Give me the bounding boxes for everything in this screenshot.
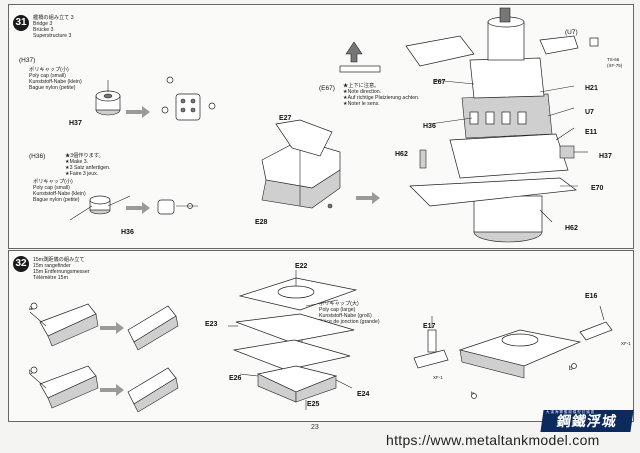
h36-subassembly bbox=[69, 195, 131, 221]
sub-h37-label: (H37) bbox=[19, 57, 36, 64]
sub-h37-note: ポリキャップ(小) Poly cap (small) Kunststoff-Na… bbox=[29, 67, 82, 91]
title-fr: Superstructure 3 bbox=[33, 33, 72, 39]
rangefinder-arm-a bbox=[29, 303, 99, 347]
part-label-h21: H21 bbox=[585, 85, 598, 92]
arrow-right-icon bbox=[100, 322, 124, 334]
part-label-e67: E67 bbox=[433, 79, 446, 86]
arrow-right-icon bbox=[126, 106, 150, 118]
note-line: Bague nylon (petite) bbox=[33, 197, 80, 203]
paint-code: XF-1 bbox=[433, 375, 443, 380]
note-line: ポリキャップ(小) bbox=[29, 67, 69, 73]
callout-a: a bbox=[29, 305, 33, 312]
part-label-e16: E16 bbox=[585, 293, 598, 300]
poly-large-note: ポリキャップ(大) Poly cap (large) Kunststoff-Na… bbox=[319, 301, 380, 325]
sub-h36-poly-note: ポリキャップ(小) Poly cap (small) Kunststoff-Na… bbox=[33, 179, 86, 203]
part-label-e22: E22 bbox=[295, 263, 308, 270]
note-line: Kunststoff-Nabe (klein) bbox=[33, 191, 86, 197]
title-de: Brücke 3 bbox=[33, 27, 54, 33]
part-label-e17: E17 bbox=[423, 323, 436, 330]
part-label-h36: H36 bbox=[423, 123, 436, 130]
note-line: ★Make 3. bbox=[65, 159, 89, 165]
title-en: 15m rangefinder bbox=[33, 263, 71, 269]
sub-h36-note: ★3個作ります。 ★Make 3. ★3 Satz anfertigen. ★F… bbox=[65, 153, 110, 177]
note-line: ★3 Satz anfertigen. bbox=[65, 165, 111, 171]
note-line: ★3個作ります。 bbox=[65, 153, 104, 159]
site-logo-subtext: 大 漢 海 軍 艦 艇 模 型 討 論 區 bbox=[546, 410, 595, 414]
title-de: 15m Entfernungsmesser bbox=[33, 269, 90, 275]
part-label-h62-left: H62 bbox=[395, 151, 408, 158]
h36-result bbox=[157, 199, 198, 215]
e27-e28-base bbox=[261, 119, 341, 209]
rangefinder-right-assembly bbox=[413, 305, 613, 399]
arrow-right-icon bbox=[356, 192, 380, 204]
u7-color-code: TS-66 (XF-75) bbox=[607, 57, 622, 69]
note-line: Poly cap (large) bbox=[319, 307, 356, 313]
part-label-h36-sub: H36 bbox=[121, 229, 134, 236]
step-32-number: 32 bbox=[13, 256, 29, 272]
page-number: 23 bbox=[311, 424, 319, 431]
part-label-e27: E27 bbox=[279, 115, 292, 122]
rangefinder-center-assembly bbox=[228, 270, 358, 410]
title-fr: Télémètre 15m bbox=[33, 275, 68, 281]
part-label-e28: E28 bbox=[255, 219, 268, 226]
note-line: Poly cap (small) bbox=[29, 73, 66, 79]
sub-h36-label: (H36) bbox=[29, 153, 46, 160]
title-jp: 15m測距儀の組み立て bbox=[33, 257, 85, 263]
part-label-e26: E26 bbox=[229, 375, 242, 382]
rangefinder-arm-b-result bbox=[127, 367, 179, 413]
part-label-e24: E24 bbox=[357, 391, 370, 398]
arrow-right-icon bbox=[100, 384, 124, 396]
note-line: ポリキャップ(小) bbox=[33, 179, 73, 185]
step-31-number: 31 bbox=[13, 15, 29, 31]
note-line: ★Note direction. bbox=[343, 89, 382, 95]
part-label-e25: E25 bbox=[307, 401, 320, 408]
orientation-label: (E67) bbox=[319, 85, 335, 92]
part-label-h62-bottom: H62 bbox=[565, 225, 578, 232]
part-label-u7: U7 bbox=[585, 109, 594, 116]
part-label-e70: E70 bbox=[591, 185, 604, 192]
callout-b: b bbox=[569, 365, 573, 372]
arrow-right-icon bbox=[126, 202, 150, 214]
orientation-up-arrow-icon bbox=[339, 41, 381, 73]
part-label-e11: E11 bbox=[585, 129, 598, 136]
step-31-title: 艦橋の組み立て 3 Bridge 3 Brücke 3 Superstructu… bbox=[33, 15, 74, 39]
callout-circle-a bbox=[30, 302, 38, 310]
note-line: ★Noter le sens. bbox=[343, 101, 380, 107]
note-line: Poly cap (small) bbox=[33, 185, 70, 191]
bridge-tower bbox=[405, 7, 599, 243]
part-label-h37-sub: H37 bbox=[69, 120, 82, 127]
note-line: ★Faire 3 jeux. bbox=[65, 171, 99, 177]
note-line: Kunststoff-Nabe (klein) bbox=[29, 79, 82, 85]
part-label-h37: H37 bbox=[599, 153, 612, 160]
part-label-e23: E23 bbox=[205, 321, 218, 328]
paint-code: XF-1 bbox=[621, 341, 631, 346]
step-32-title: 15m測距儀の組み立て 15m rangefinder 15m Entfernu… bbox=[33, 257, 90, 281]
rangefinder-arm-b bbox=[29, 365, 99, 409]
rangefinder-arm-a-result bbox=[127, 305, 179, 351]
h37-subassembly bbox=[95, 80, 121, 116]
note-line: ポリキャップ(大) bbox=[319, 301, 359, 307]
callout-b: b bbox=[29, 369, 33, 376]
orientation-note: ★上下に注意。 ★Note direction. ★Auf richtige P… bbox=[343, 83, 419, 107]
note-line: Bague nylon (petite) bbox=[29, 85, 76, 91]
color-line: TS-66 bbox=[607, 57, 620, 62]
u7-box-label: (U7) bbox=[565, 29, 578, 36]
watermark-url: https://www.metaltankmodel.com bbox=[386, 432, 600, 448]
note-line: ★Auf richtige Platzierung achten. bbox=[343, 95, 420, 101]
note-line: Kunststoff-Nabe (groß) bbox=[319, 313, 372, 319]
note-line: Pièce de jonction (grande) bbox=[319, 319, 380, 325]
title-jp: 艦橋の組み立て 3 bbox=[33, 15, 74, 21]
title-en: Bridge 3 bbox=[33, 21, 53, 27]
color-line: (XF-75) bbox=[607, 63, 623, 68]
note-line: ★上下に注意。 bbox=[343, 83, 380, 89]
h37-result bbox=[161, 76, 216, 121]
callout-circle-b bbox=[30, 366, 38, 374]
